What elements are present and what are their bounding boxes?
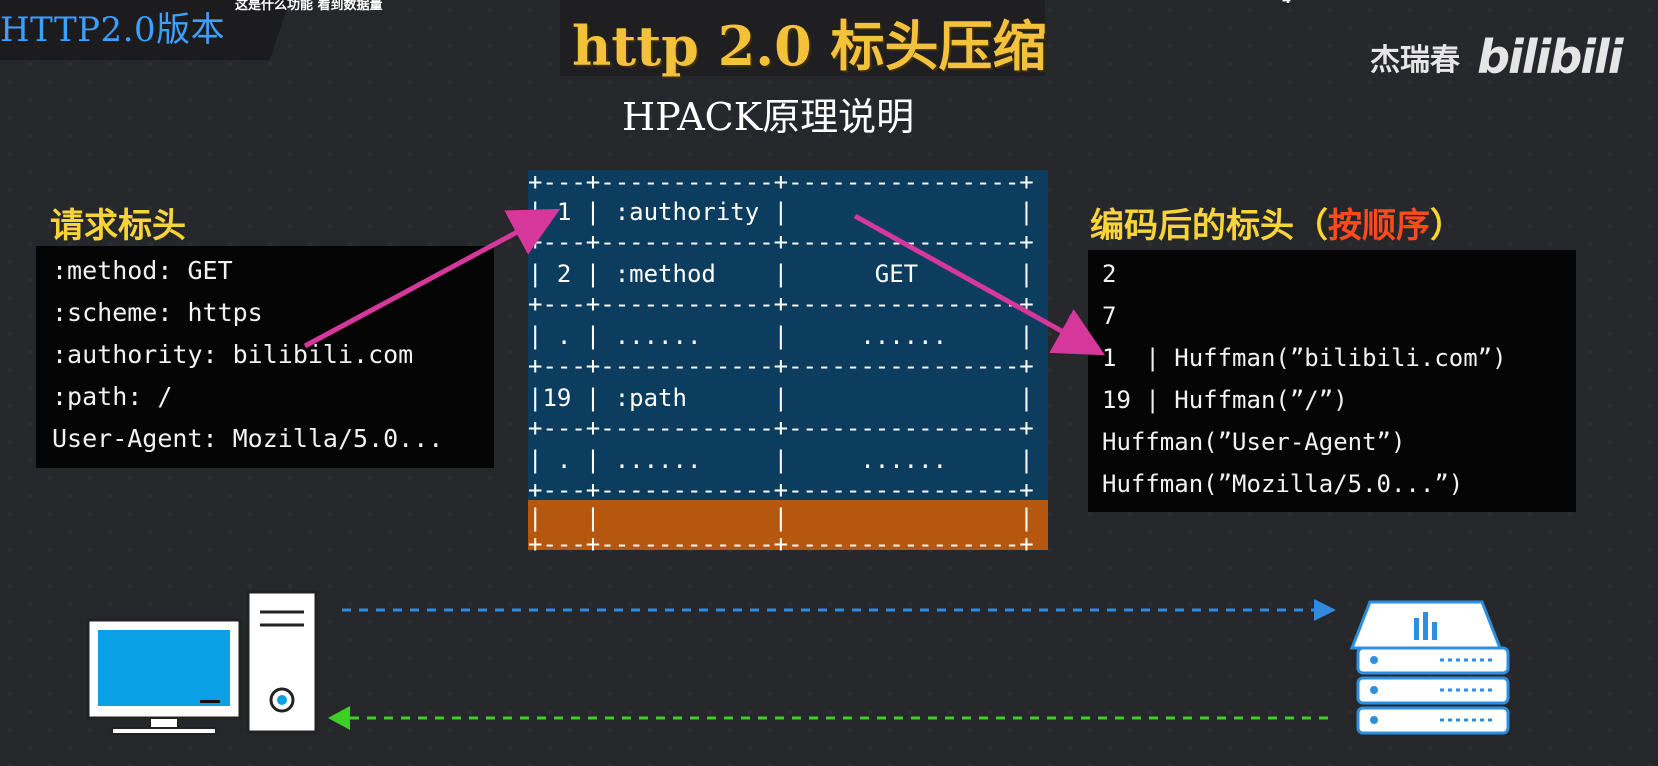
request-header-line: User-Agent: Mozilla/5.0... bbox=[52, 424, 444, 453]
encode-arrow bbox=[853, 213, 1106, 356]
request-headers-label: 请求标头 bbox=[50, 206, 186, 246]
encoded-headers-box: 2 7 1 | Huffman(”bilibili.com”) 19 | Huf… bbox=[1088, 250, 1576, 512]
watermark-author: 杰瑞春 bbox=[1370, 43, 1460, 78]
watermark: 杰瑞春 bilibili bbox=[1370, 30, 1624, 84]
table-border: +---+------------+----------------+ bbox=[528, 228, 1034, 256]
server-icon bbox=[1349, 600, 1510, 735]
encoded-line: 7 bbox=[1102, 302, 1117, 330]
response-arrowhead-icon bbox=[328, 706, 350, 730]
table-border: +---+------------+----------------+ bbox=[528, 168, 1034, 196]
table-border: +---+------------+----------------+ bbox=[528, 352, 1034, 380]
table-row: | 2 | :method | GET | bbox=[528, 260, 1034, 288]
encoded-headers-label: 编码后的标头（按顺序） bbox=[1090, 198, 1464, 247]
section-title: HTTP2.0版本 bbox=[0, 10, 226, 50]
computer-icon bbox=[86, 590, 318, 735]
table-dynamic-row bbox=[528, 500, 1048, 550]
table-static-area bbox=[528, 170, 1048, 500]
lookup-arrow bbox=[303, 208, 561, 349]
table-row: | . | ...... | ...... | bbox=[528, 322, 1034, 350]
encoded-label-main: 编码后的标头（ bbox=[1090, 206, 1328, 246]
encoded-line: 2 bbox=[1102, 260, 1117, 288]
encoded-line: Huffman(”Mozilla/5.0...”) bbox=[1102, 470, 1464, 498]
request-header-line: :path: / bbox=[52, 382, 173, 411]
hpack-static-table: +---+------------+----------------+ | 1 … bbox=[528, 168, 1048, 558]
table-new-row: | | | | bbox=[528, 504, 1034, 532]
slide-subtitle: HPACK原理说明 bbox=[622, 95, 915, 139]
encoded-label-emphasis: 按顺序 bbox=[1328, 206, 1430, 246]
request-arrowhead-icon bbox=[1314, 599, 1336, 621]
encoded-label-end: ） bbox=[1430, 206, 1464, 246]
caption-fragment-4: 4 bbox=[1282, 0, 1291, 7]
table-row: |19 | :path | | bbox=[528, 384, 1034, 412]
section-banner bbox=[0, 0, 290, 60]
table-border: +---+------------+----------------+ bbox=[528, 290, 1034, 318]
slide-title: http 2.0 标头压缩 bbox=[572, 14, 1047, 78]
table-row: | . | ...... | ...... | bbox=[528, 446, 1034, 474]
bilibili-logo-icon: bilibili bbox=[1477, 30, 1623, 84]
request-header-line: :authority: bilibili.com bbox=[52, 340, 414, 369]
title-backdrop bbox=[560, 0, 1045, 76]
table-border: +---+------------+----------------+ bbox=[528, 530, 1034, 558]
request-header-line: :scheme: https bbox=[52, 298, 263, 327]
scroll-caption: 这是什么功能 看到数据量 bbox=[235, 0, 383, 13]
encoded-line: 1 | Huffman(”bilibili.com”) bbox=[1102, 344, 1507, 372]
request-header-line: :method: GET bbox=[52, 256, 233, 285]
encoded-line: Huffman(”User-Agent”) bbox=[1102, 428, 1406, 456]
table-border: +---+------------+----------------+ bbox=[528, 476, 1034, 504]
encoded-line: 19 | Huffman(”/”) bbox=[1102, 386, 1348, 414]
table-border: +---+------------+----------------+ bbox=[528, 414, 1034, 442]
